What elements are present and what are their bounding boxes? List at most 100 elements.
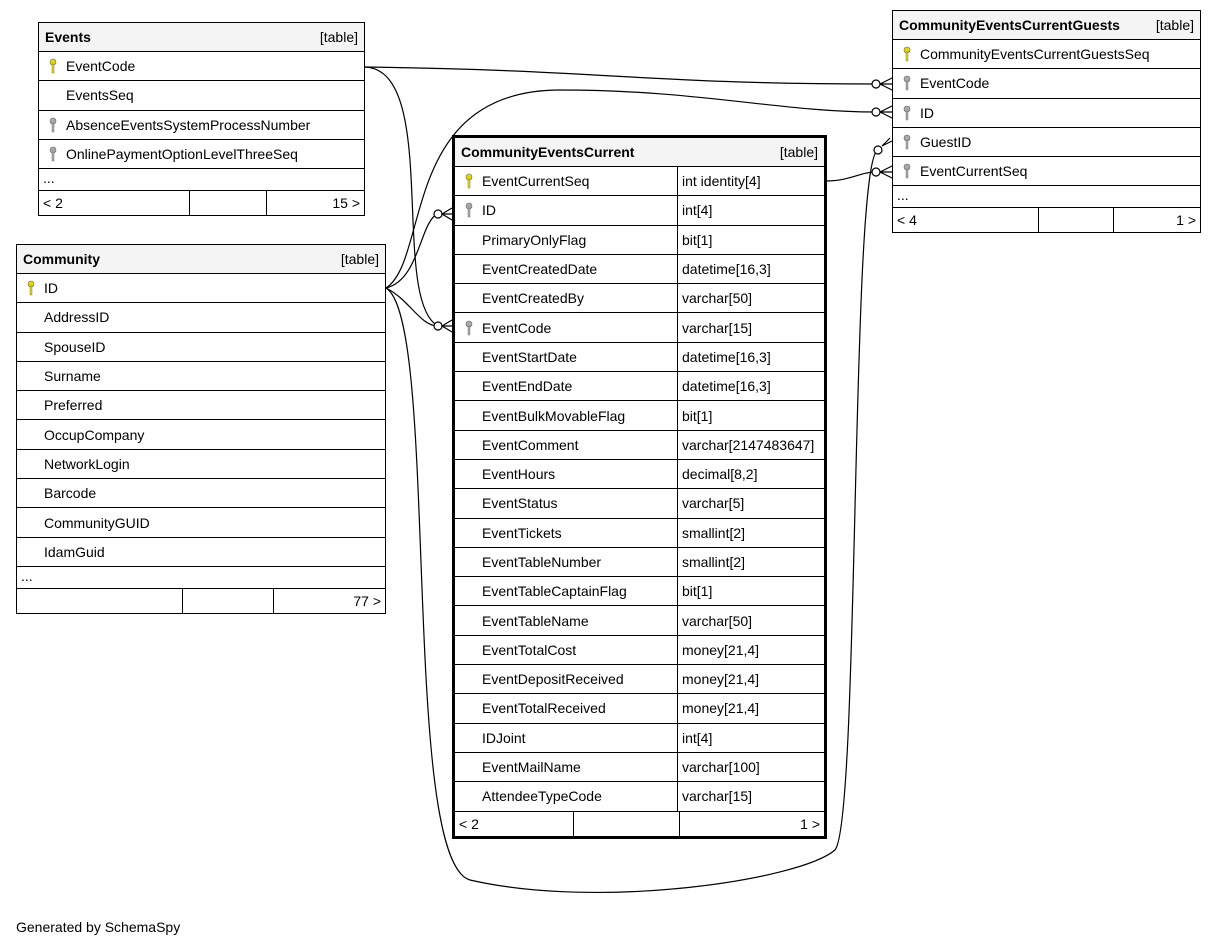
- table-tag: [table]: [1155, 17, 1194, 33]
- column-name: EventEndDate: [482, 378, 573, 395]
- column-row[interactable]: ID: [893, 99, 1200, 128]
- footer-middle: [573, 811, 680, 836]
- footer-middle: [1038, 208, 1114, 233]
- column-type: datetime[16,3]: [677, 254, 824, 284]
- column-row[interactable]: Barcode: [17, 479, 385, 509]
- community-events-current-guests-header: CommunityEventsCurrentGuests [table]: [893, 11, 1200, 40]
- table-footer: < 4 1 >: [893, 208, 1200, 233]
- parents-count[interactable]: < 2: [43, 195, 63, 212]
- column-name: EventTableName: [482, 612, 589, 629]
- column-row[interactable]: EventBulkMovableFlag bit[1]: [455, 401, 824, 431]
- column-row[interactable]: OccupCompany: [17, 420, 385, 450]
- column-row[interactable]: EventCurrentSeq: [893, 157, 1200, 187]
- children-count[interactable]: 15 >: [332, 195, 360, 212]
- table-tag: [table]: [319, 29, 358, 45]
- column-row[interactable]: SpouseID: [17, 333, 385, 362]
- column-row[interactable]: Surname: [17, 362, 385, 392]
- parents-count[interactable]: < 4: [897, 212, 917, 229]
- rel-events-guests: [364, 66, 877, 85]
- foreign-key-icon: [43, 146, 63, 162]
- column-name: EventsSeq: [66, 87, 134, 104]
- children-count[interactable]: 1 >: [1176, 212, 1196, 229]
- foreign-key-icon: [459, 202, 479, 218]
- column-name: IDJoint: [482, 729, 526, 746]
- table-footer: < 2 1 >: [455, 811, 824, 836]
- column-name: EventCreatedDate: [482, 261, 598, 278]
- column-row[interactable]: AbsenceEventsSystemProcessNumber: [39, 111, 364, 140]
- column-type: smallint[2]: [677, 547, 824, 577]
- parents-count[interactable]: [17, 589, 182, 613]
- column-row[interactable]: EventCurrentSeq int identity[4]: [455, 167, 824, 197]
- column-type: bit[1]: [677, 401, 824, 430]
- rel-community-guests-guestid: [385, 149, 879, 894]
- column-type: varchar[15]: [677, 782, 824, 811]
- community-events-current-table[interactable]: CommunityEventsCurrent [table] EventCurr…: [452, 135, 827, 839]
- more-columns: ...: [17, 567, 385, 589]
- column-name: EventTableNumber: [482, 554, 602, 570]
- column-name: EventBulkMovableFlag: [482, 407, 626, 424]
- column-name: EventTotalCost: [482, 641, 577, 658]
- column-row[interactable]: CommunityEventsCurrentGuestsSeq: [893, 40, 1200, 70]
- column-row[interactable]: NetworkLogin: [17, 450, 385, 480]
- more-columns: ...: [39, 169, 364, 192]
- column-name: OnlinePaymentOptionLevelThreeSeq: [66, 146, 298, 163]
- parents-count[interactable]: < 2: [459, 815, 479, 832]
- column-row[interactable]: OnlinePaymentOptionLevelThreeSeq: [39, 140, 364, 170]
- rel-community-current-2: [385, 287, 439, 327]
- rel-events-current: [364, 66, 439, 327]
- column-name: EventCurrentSeq: [482, 173, 590, 190]
- column-name: AddressID: [44, 309, 110, 326]
- column-type: varchar[2147483647]: [677, 430, 824, 459]
- column-row[interactable]: GuestID: [893, 128, 1200, 158]
- primary-key-icon: [459, 173, 479, 189]
- column-type: int[4]: [677, 196, 824, 225]
- column-row[interactable]: ID: [17, 274, 385, 304]
- column-name: AbsenceEventsSystemProcessNumber: [66, 116, 311, 133]
- column-row[interactable]: Preferred: [17, 391, 385, 421]
- column-name: EventTableCaptainFlag: [482, 583, 627, 600]
- column-name: Surname: [44, 368, 101, 385]
- community-events-current-guests-table[interactable]: CommunityEventsCurrentGuests [table] Com…: [892, 10, 1201, 234]
- community-table[interactable]: Community [table] ID AddressID SpouseID Sur…: [16, 244, 386, 614]
- column-type: int identity[4]: [677, 167, 824, 196]
- column-type: money[21,4]: [677, 665, 824, 694]
- column-row[interactable]: EventCreatedDate datetime[16,3]: [455, 254, 824, 285]
- generated-by-label: Generated by SchemaSpy: [16, 919, 181, 935]
- community-events-current-header: CommunityEventsCurrent [table]: [455, 138, 824, 167]
- column-row[interactable]: EventCode: [39, 52, 364, 82]
- table-tag: [table]: [340, 251, 379, 267]
- column-type: decimal[8,2]: [677, 459, 824, 489]
- footer-middle: [189, 191, 267, 216]
- column-row[interactable]: IdamGuid: [17, 538, 385, 567]
- column-name: EventComment: [482, 436, 579, 453]
- column-row[interactable]: CommunityGUID: [17, 508, 385, 538]
- column-row[interactable]: EventComment varchar[2147483647]: [455, 430, 824, 460]
- column-row[interactable]: EventCode: [893, 69, 1200, 99]
- table-tag: [table]: [779, 144, 818, 160]
- column-row[interactable]: AddressID: [17, 303, 385, 333]
- children-count[interactable]: 77 >: [353, 592, 381, 609]
- children-count[interactable]: 1 >: [800, 815, 820, 832]
- column-row[interactable]: EventsSeq: [39, 81, 364, 111]
- community-header: Community [table]: [17, 245, 385, 274]
- column-row[interactable]: EventTableNumber smallint[2]: [455, 547, 824, 578]
